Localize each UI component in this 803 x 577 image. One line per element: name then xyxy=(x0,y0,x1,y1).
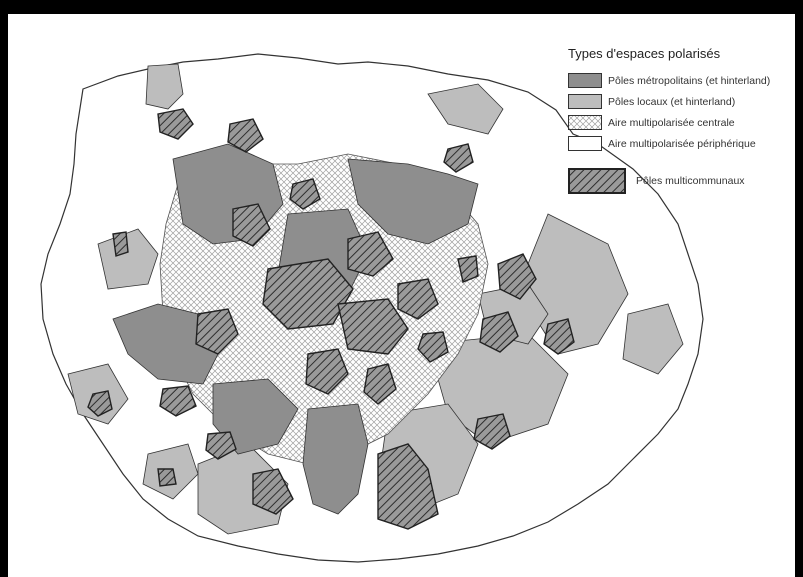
metropolitan-poles xyxy=(112,143,479,515)
polarized-spaces-map xyxy=(40,53,704,563)
swatch-metropolitan xyxy=(568,73,602,88)
legend-label: Pôles métropolitains (et hinterland) xyxy=(608,74,771,87)
legend-item-central: Aire multipolarisée centrale xyxy=(568,112,795,133)
swatch-central xyxy=(568,115,602,130)
map-legend: Types d'espaces polarisés Pôles métropol… xyxy=(568,46,795,194)
legend-item-multicommunal: Pôles multicommunaux xyxy=(568,167,795,194)
legend-label: Aire multipolarisée périphérique xyxy=(608,137,756,150)
legend-label: Pôles locaux (et hinterland) xyxy=(608,95,736,108)
swatch-multicommunal xyxy=(568,167,626,194)
legend-item-peripheral: Aire multipolarisée périphérique xyxy=(568,133,795,154)
legend-label: Pôles multicommunaux xyxy=(636,174,745,187)
legend-label: Aire multipolarisée centrale xyxy=(608,116,735,129)
swatch-peripheral xyxy=(568,136,602,151)
legend-item-local: Pôles locaux (et hinterland) xyxy=(568,91,795,112)
multicommunal-poles xyxy=(87,108,575,530)
legend-item-metropolitan: Pôles métropolitains (et hinterland) xyxy=(568,70,795,91)
swatch-local xyxy=(568,94,602,109)
local-poles xyxy=(67,63,684,535)
legend-title: Types d'espaces polarisés xyxy=(568,46,721,61)
